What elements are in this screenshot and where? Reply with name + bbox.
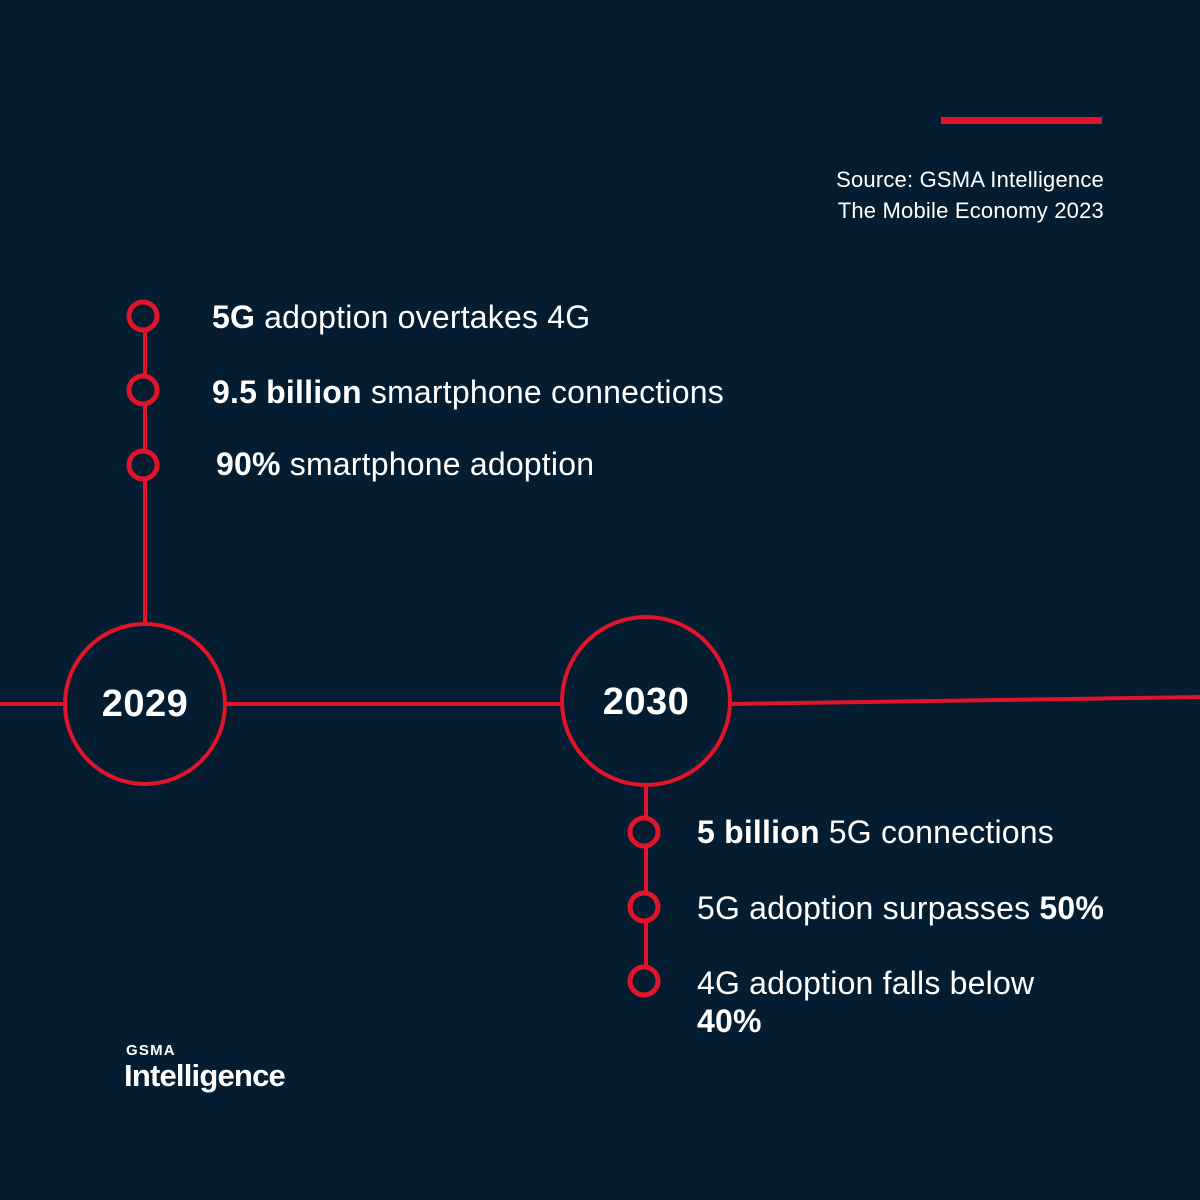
milestone-text: 4G adoption falls below	[697, 965, 1035, 1001]
milestone-marker	[126, 373, 160, 407]
year-label-2030: 2030	[602, 681, 690, 723]
source-note: Source: GSMA Intelligence The Mobile Eco…	[836, 164, 1104, 226]
milestone-marker	[126, 299, 160, 333]
milestone-text: adoption overtakes 4G	[255, 299, 591, 335]
year-circle-2030	[560, 615, 732, 787]
milestone-marker	[627, 890, 661, 924]
milestone-5g-surpasses: 5G adoption surpasses 50%	[697, 889, 1104, 927]
milestone-text: smartphone adoption	[280, 446, 595, 482]
milestone-smartphone-adoption: 90% smartphone adoption	[216, 445, 594, 483]
milestone-highlight: 5G	[212, 299, 256, 335]
milestone-5g-overtakes-4g: 5G adoption overtakes 4G	[212, 298, 590, 336]
milestone-highlight: 90%	[216, 446, 281, 482]
logo-intelligence: Intelligence	[124, 1058, 286, 1093]
milestone-marker	[627, 815, 661, 849]
milestone-highlight: 9.5 billion	[212, 374, 362, 410]
accent-bar	[941, 117, 1102, 124]
source-line-1: Source: GSMA Intelligence	[836, 167, 1104, 192]
milestone-marker	[627, 964, 661, 998]
source-line-2: The Mobile Economy 2023	[837, 198, 1104, 223]
milestone-highlight: 40%	[697, 1003, 762, 1039]
milestone-highlight: 5 billion	[697, 814, 820, 850]
year-circle-2029	[63, 622, 227, 786]
milestone-smartphone-connections: 9.5 billion smartphone connections	[212, 373, 724, 411]
milestone-highlight: 50%	[1039, 890, 1105, 926]
milestone-5g-connections: 5 billion 5G connections	[697, 813, 1054, 851]
milestone-text: 5G connections	[819, 814, 1054, 850]
milestone-4g-falls-below: 4G adoption falls below 40%	[697, 964, 1034, 1040]
milestone-text: 5G adoption surpasses	[697, 890, 1040, 926]
timeline-axis-right	[729, 695, 1200, 706]
milestone-text: smartphone connections	[361, 374, 724, 410]
milestone-marker	[126, 448, 160, 482]
logo-gsma: GSMA	[126, 1042, 176, 1059]
year-label-2029: 2029	[101, 683, 189, 725]
